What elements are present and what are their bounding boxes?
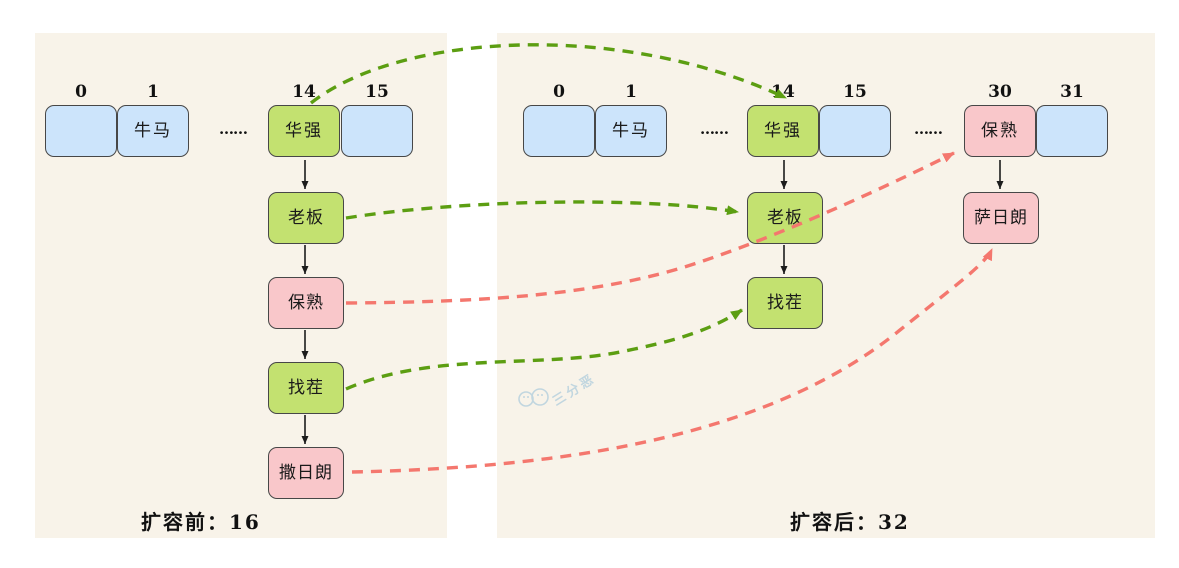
- before-cell-15: 15: [341, 82, 413, 157]
- index-label: 15: [843, 82, 867, 102]
- before-cell-14: 14 华强: [268, 82, 340, 157]
- after-node-sarilang: 萨日朗: [963, 192, 1039, 244]
- bucket-box: 华强: [747, 105, 819, 157]
- bucket-box: [341, 105, 413, 157]
- after-cell-1: 1 牛马: [595, 82, 667, 157]
- after-cell-15: 15: [819, 82, 891, 157]
- bucket-box: 牛马: [117, 105, 189, 157]
- bucket-box: [45, 105, 117, 157]
- index-label: 1: [147, 82, 159, 102]
- bucket-box: 保熟: [964, 105, 1036, 157]
- index-label: 1: [625, 82, 637, 102]
- before-cell-1: 1 牛马: [117, 82, 189, 157]
- ellipsis: ……: [914, 120, 943, 138]
- before-node-zhaocha: 找茬: [268, 362, 344, 414]
- index-label: 0: [553, 82, 565, 102]
- index-label: 31: [1060, 82, 1084, 102]
- bucket-box: [819, 105, 891, 157]
- watermark-logo-icon: [518, 388, 549, 407]
- index-label: 14: [292, 82, 316, 102]
- caption-before: 扩容前：16: [141, 510, 261, 534]
- after-cell-30: 30 保熟: [964, 82, 1036, 157]
- after-cell-14: 14 华强: [747, 82, 819, 157]
- bucket-box: [523, 105, 595, 157]
- watermark: 三分恶: [516, 371, 600, 409]
- caption-after: 扩容后：32: [790, 510, 910, 534]
- ellipsis: ……: [219, 120, 248, 138]
- index-label: 30: [988, 82, 1012, 102]
- after-cell-31: 31: [1036, 82, 1108, 157]
- bucket-box: [1036, 105, 1108, 157]
- before-node-baoshu: 保熟: [268, 277, 344, 329]
- after-node-laoban: 老板: [747, 192, 823, 244]
- after-node-zhaocha: 找茬: [747, 277, 823, 329]
- after-cell-0: 0: [523, 82, 595, 157]
- ellipsis: ……: [700, 120, 729, 138]
- before-node-sarilang: 撒日朗: [268, 447, 344, 499]
- index-label: 14: [771, 82, 795, 102]
- before-cell-0: 0: [45, 82, 117, 157]
- index-label: 15: [365, 82, 389, 102]
- bucket-box: 华强: [268, 105, 340, 157]
- index-label: 0: [75, 82, 87, 102]
- before-node-laoban: 老板: [268, 192, 344, 244]
- bucket-box: 牛马: [595, 105, 667, 157]
